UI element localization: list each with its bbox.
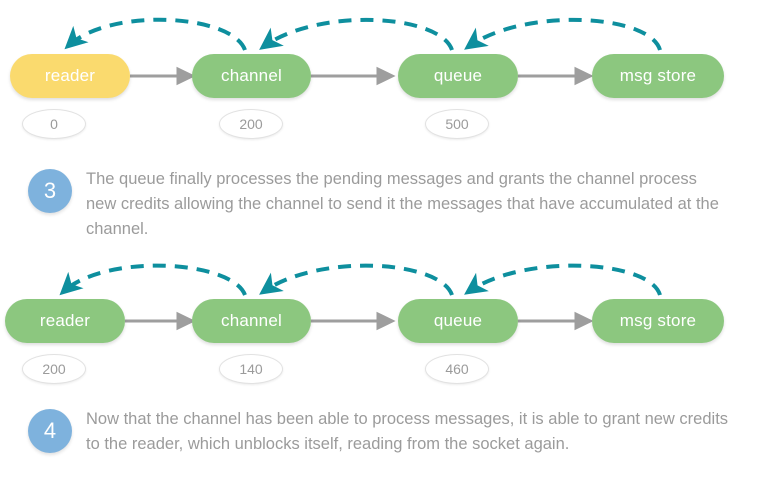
- counter-queue: 500: [425, 109, 489, 139]
- credit-flow-diagram-step3: reader channel queue msg store 0 200 500: [0, 0, 769, 150]
- credit-arrow-channel-to-reader: [59, 263, 247, 296]
- node-channel[interactable]: channel: [192, 299, 311, 343]
- counter-channel: 140: [219, 354, 283, 384]
- node-queue[interactable]: queue: [398, 299, 518, 343]
- step-text-4: Now that the channel has been able to pr…: [86, 410, 729, 453]
- step-badge-4: 4: [28, 409, 72, 453]
- node-msg-store[interactable]: msg store: [592, 54, 724, 98]
- step-4: 4 Now that the channel has been able to …: [0, 407, 769, 457]
- credit-arrow-queue-to-channel: [259, 263, 454, 296]
- counter-channel: 200: [219, 109, 283, 139]
- credit-arrow-channel-to-reader: [64, 17, 247, 51]
- step-text-3: The queue finally processes the pending …: [86, 170, 719, 238]
- counter-reader: 200: [22, 354, 86, 384]
- credit-flow-diagram-step4: reader channel queue msg store 200 140 4…: [0, 262, 769, 412]
- node-reader[interactable]: reader: [5, 299, 125, 343]
- node-reader[interactable]: reader: [10, 54, 130, 98]
- credit-arrow-queue-to-channel: [259, 17, 454, 51]
- counter-reader: 0: [22, 109, 86, 139]
- step-badge-3: 3: [28, 169, 72, 213]
- node-msg-store[interactable]: msg store: [592, 299, 724, 343]
- node-channel[interactable]: channel: [192, 54, 311, 98]
- credit-arrow-msgstore-to-queue: [464, 17, 662, 51]
- step-3: 3 The queue finally processes the pendin…: [0, 167, 769, 242]
- counter-queue: 460: [425, 354, 489, 384]
- credit-arrow-msgstore-to-queue: [464, 263, 662, 296]
- node-queue[interactable]: queue: [398, 54, 518, 98]
